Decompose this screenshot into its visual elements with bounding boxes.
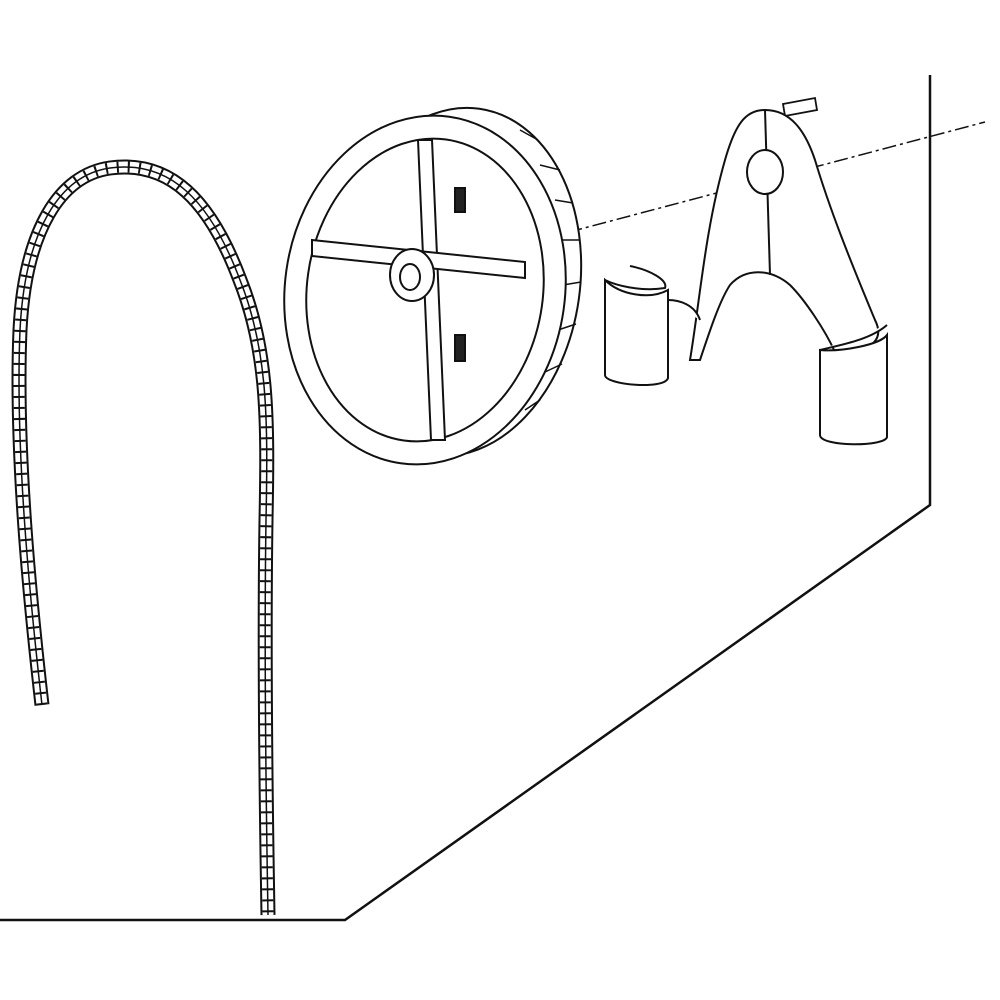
chain-wheel	[283, 106, 583, 466]
axis-centerline	[519, 121, 986, 246]
shaft-key	[781, 96, 819, 118]
wheel-pockets	[519, 129, 582, 411]
wall-outline	[0, 75, 932, 922]
chain	[11, 159, 276, 916]
set-screw-icon	[454, 334, 466, 362]
wall-bracket	[604, 108, 888, 446]
set-screw-icon	[454, 187, 466, 213]
